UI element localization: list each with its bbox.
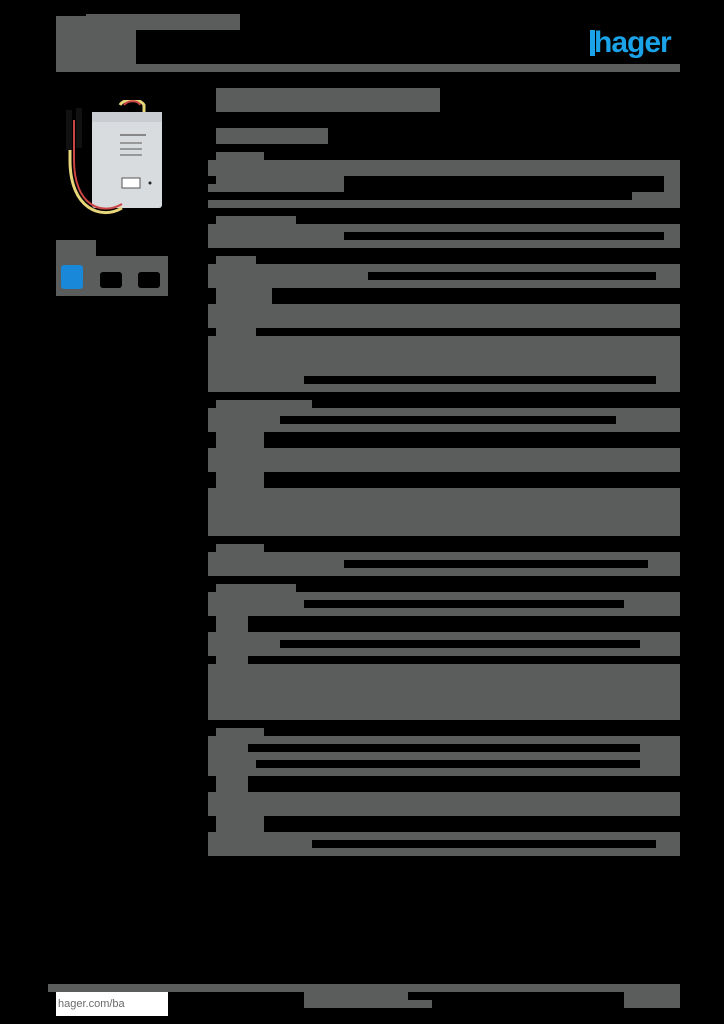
footer-center-text bbox=[304, 992, 408, 1008]
rating-icon-2 bbox=[138, 272, 160, 288]
section-5-paragraph bbox=[208, 664, 680, 720]
header-subtitle-2 bbox=[86, 30, 136, 54]
section-2-label bbox=[216, 256, 256, 266]
page-title bbox=[216, 88, 440, 112]
section-1-heading bbox=[216, 152, 264, 162]
section-5-heading bbox=[216, 584, 296, 594]
footer-center-text-2 bbox=[392, 1000, 432, 1008]
section-3-paragraph bbox=[208, 488, 680, 536]
section-3-label-2 bbox=[216, 472, 264, 488]
section-5-label bbox=[216, 616, 248, 632]
section-5-label-2 bbox=[216, 656, 248, 664]
section-6-label bbox=[216, 776, 248, 792]
blue-certification-icon bbox=[61, 265, 83, 289]
header-rule-left bbox=[56, 54, 136, 72]
section-2-label-2 bbox=[216, 288, 272, 304]
footer-rule bbox=[48, 984, 680, 992]
footer-page-info bbox=[624, 992, 680, 1008]
section-2-heading bbox=[216, 216, 296, 226]
section-6-row-2 bbox=[208, 792, 680, 816]
cert-label bbox=[56, 240, 96, 260]
section-3-label bbox=[216, 432, 264, 448]
product-image bbox=[66, 100, 162, 215]
section-6-label-2 bbox=[216, 816, 264, 832]
section-2-label-3 bbox=[216, 328, 256, 336]
rating-icon-1 bbox=[100, 272, 122, 288]
section-3-heading bbox=[216, 400, 312, 410]
footer-url-link[interactable]: hager.com/ba bbox=[56, 992, 168, 1016]
section-4-heading bbox=[216, 544, 264, 554]
header-rule bbox=[136, 64, 680, 72]
header-title-2 bbox=[86, 14, 240, 30]
section-2-row-3 bbox=[208, 304, 680, 328]
section-3-row-2 bbox=[208, 448, 680, 472]
page-subtitle bbox=[216, 128, 328, 144]
hager-logo: hager bbox=[590, 28, 672, 58]
section-6-heading bbox=[216, 728, 264, 738]
section-6-rows bbox=[208, 736, 680, 776]
